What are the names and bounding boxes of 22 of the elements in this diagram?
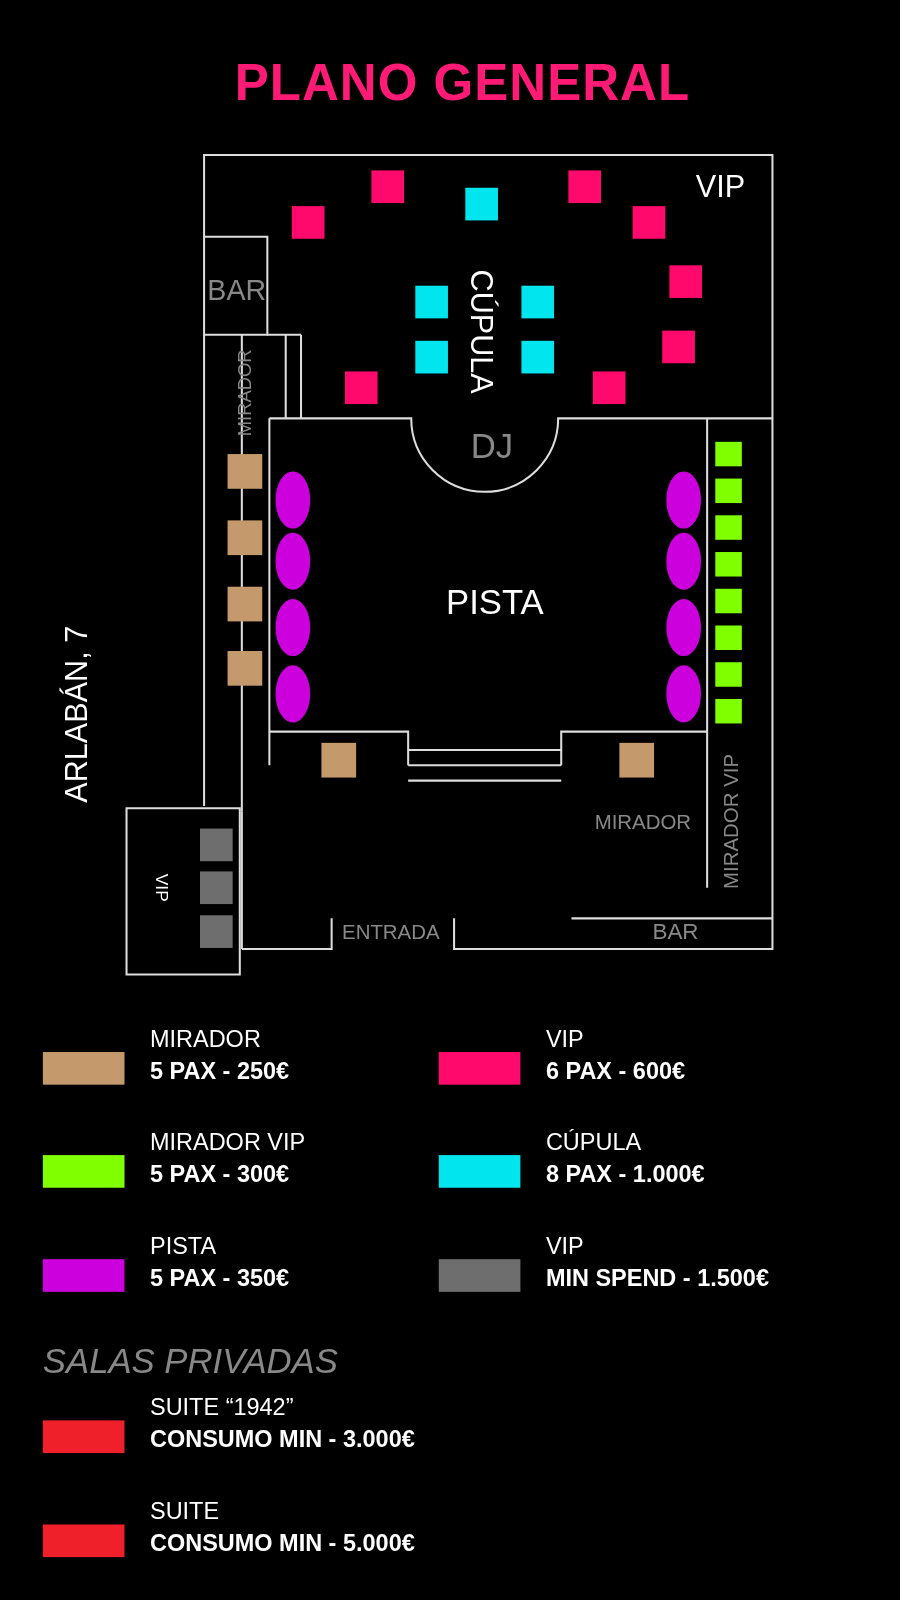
page-title: PLANO GENERAL <box>234 53 691 113</box>
area-label: VIP <box>695 171 746 203</box>
area-label: DJ <box>470 428 514 464</box>
legend-text: MIRADOR VIP 5 PAX - 300€ <box>150 1127 306 1189</box>
legend-text: SUITE CONSUMO MIN - 5.000€ <box>150 1496 415 1559</box>
area-label: VIP <box>151 873 171 902</box>
legend-text: PISTA 5 PAX - 350€ <box>150 1231 290 1293</box>
legend-text: VIP MIN SPEND - 1.500€ <box>545 1231 769 1293</box>
legend-text: CÚPULA 8 PAX - 1.000€ <box>545 1127 705 1189</box>
area-label: MIRADOR <box>594 811 692 832</box>
area-label: MIRADOR <box>235 349 255 437</box>
legend-text: MIRADOR 5 PAX - 250€ <box>150 1024 290 1086</box>
area-label: CÚPULA <box>466 269 497 394</box>
area-label: BAR <box>207 276 267 306</box>
legend-text: SUITE “1942” CONSUMO MIN - 3.000€ <box>150 1392 415 1455</box>
area-label: MIRADOR VIP <box>720 753 741 889</box>
area-label: BAR <box>652 920 699 943</box>
street-name: ARLABÁN, 7 <box>61 625 92 803</box>
area-label: ENTRADA <box>342 921 440 942</box>
area-label: PISTA <box>446 584 544 620</box>
legend-text: VIP 6 PAX - 600€ <box>545 1024 686 1086</box>
section-heading: SALAS PRIVADAS <box>42 1341 338 1382</box>
